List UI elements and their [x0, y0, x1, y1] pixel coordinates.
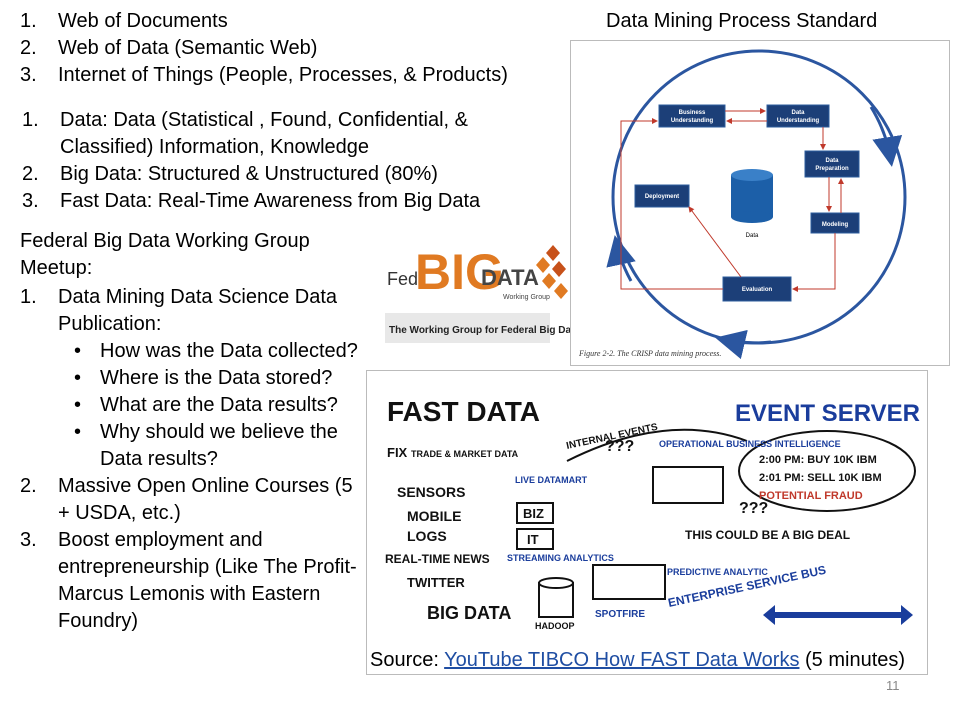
- deployment-box: Deployment: [634, 184, 690, 208]
- federal-heading: Federal Big Data Working Group Meetup:: [20, 230, 310, 279]
- cycle-arrow-icon: [715, 329, 772, 360]
- web-list: 1.Web of Documents 2.Web of Data (Semant…: [20, 8, 560, 89]
- list-item: •Where is the Data stored?: [74, 367, 333, 389]
- svg-text:POTENTIAL FRAUD: POTENTIAL FRAUD: [759, 490, 863, 502]
- svg-text:???: ???: [739, 500, 768, 517]
- youtube-source-link[interactable]: YouTube TIBCO How FAST Data Works: [444, 649, 800, 671]
- modeling-box: Modeling: [810, 212, 860, 234]
- internal-arrow: [566, 428, 748, 462]
- federal-list: 1.Data Mining Data Science Data Publicat…: [20, 284, 365, 635]
- list-item: 2.Big Data: Structured & Unstructured (8…: [22, 163, 438, 185]
- fast-data-illustration: FAST DATA EVENT SERVER INTERNAL EVENTS 2…: [366, 370, 928, 675]
- svg-text:LOGS: LOGS: [407, 528, 447, 544]
- svg-text:Evaluation: Evaluation: [742, 287, 773, 293]
- svg-text:SPOTFIRE: SPOTFIRE: [595, 609, 645, 620]
- hadoop-cylinder-icon: HADOOP: [535, 577, 575, 631]
- svg-text:Business: Business: [679, 110, 706, 116]
- list-item: 1.Data: Data (Statistical , Found, Confi…: [22, 109, 468, 158]
- svg-text:Data: Data: [791, 110, 805, 116]
- diamond-pattern-icon: [536, 245, 568, 299]
- list-item: 1.Data Mining Data Science Data Publicat…: [20, 284, 365, 473]
- svg-text:PREDICTIVE ANALYTIC: PREDICTIVE ANALYTIC: [667, 567, 768, 577]
- svg-text:Understanding: Understanding: [777, 118, 820, 124]
- list-item: •Why should we believe the Data results?: [74, 421, 338, 470]
- list-item: •How was the Data collected?: [74, 340, 358, 362]
- biz-box: [516, 502, 554, 524]
- source-line: Source: YouTube TIBCO How FAST Data Work…: [370, 649, 906, 671]
- svg-text:BIZ: BIZ: [523, 506, 544, 521]
- data-understanding-box: Data Understanding: [766, 104, 830, 128]
- crisp-title: Data Mining Process Standard: [606, 10, 878, 32]
- data-label: Data: [746, 233, 759, 239]
- svg-text:???: ???: [605, 438, 634, 455]
- crisp-svg: Business Understanding Data Understandin…: [606, 49, 907, 360]
- question-bullets: •How was the Data collected? •Where is t…: [20, 338, 365, 473]
- svg-text:IT: IT: [527, 532, 539, 547]
- svg-text:FAST DATA: FAST DATA: [387, 396, 540, 427]
- bi-screen-icon: [652, 466, 724, 504]
- svg-text:REAL-TIME NEWS: REAL-TIME NEWS: [385, 552, 490, 566]
- list-item: 3.Internet of Things (People, Processes,…: [20, 64, 508, 86]
- cycle-arrow-icon: [606, 235, 636, 282]
- list-item: 3.Boost employment and entrepreneurship …: [20, 529, 357, 632]
- svg-text:HADOOP: HADOOP: [535, 621, 575, 631]
- list-item: •What are the Data results?: [74, 394, 338, 416]
- evaluation-box: Evaluation: [722, 276, 792, 302]
- svg-text:BIG DATA: BIG DATA: [427, 603, 511, 623]
- svg-text:Data: Data: [825, 158, 839, 164]
- list-item: 3.Fast Data: Real-Time Awareness from Bi…: [22, 190, 481, 212]
- svg-text:DATA: DATA: [481, 265, 539, 290]
- svg-text:FIX: FIX: [387, 445, 408, 460]
- fed-big-data-logo: Fed BIG DATA Working Group The Working G…: [385, 225, 580, 349]
- list-item: 2.Web of Data (Semantic Web): [20, 37, 318, 59]
- svg-text:Working Group: Working Group: [503, 294, 550, 301]
- crisp-caption: Figure 2-2. The CRISP data mining proces…: [579, 349, 722, 358]
- svg-text:Preparation: Preparation: [815, 166, 849, 172]
- svg-text:LIVE DATAMART: LIVE DATAMART: [515, 475, 588, 485]
- service-bus-icon: [763, 605, 913, 625]
- svg-text:Fed: Fed: [387, 269, 418, 289]
- svg-text:OPERATIONAL BUSINESS INTELLIGE: OPERATIONAL BUSINESS INTELLIGENCE: [659, 439, 841, 449]
- svg-text:2:00 PM: BUY 10K IBM: 2:00 PM: BUY 10K IBM: [759, 454, 877, 466]
- svg-text:SENSORS: SENSORS: [397, 484, 465, 500]
- business-understanding-box: Business Understanding: [658, 104, 726, 128]
- event-cloud: 2:00 PM: BUY 10K IBM 2:01 PM: SELL 10K I…: [738, 430, 916, 512]
- svg-text:TRADE & MARKET DATA: TRADE & MARKET DATA: [411, 449, 519, 459]
- svg-text:Modeling: Modeling: [822, 222, 849, 228]
- svg-text:2:01 PM: SELL 10K IBM: 2:01 PM: SELL 10K IBM: [759, 472, 882, 484]
- svg-text:BIG: BIG: [415, 244, 504, 300]
- spotfire-screen-icon: [592, 564, 666, 600]
- data-cylinder-icon: Data: [731, 169, 773, 239]
- data-list: 1.Data: Data (Statistical , Found, Confi…: [22, 107, 520, 215]
- svg-text:The Working Group for Federal: The Working Group for Federal Big Data: [389, 325, 570, 336]
- cycle-arrow-icon: [869, 106, 903, 167]
- page-number: 11: [886, 678, 900, 693]
- svg-text:Understanding: Understanding: [671, 118, 714, 124]
- list-item: 1.Web of Documents: [20, 10, 228, 32]
- svg-text:TWITTER: TWITTER: [407, 575, 465, 590]
- data-preparation-box: Data Preparation: [804, 150, 860, 178]
- it-box: [516, 528, 554, 550]
- list-item: 2.Massive Open Online Courses (5 + USDA,…: [20, 475, 353, 524]
- svg-text:Deployment: Deployment: [645, 194, 679, 200]
- svg-text:STREAMING ANALYTICS: STREAMING ANALYTICS: [507, 553, 614, 563]
- process-arrows: [620, 108, 844, 292]
- svg-text:THIS COULD BE A BIG DEAL: THIS COULD BE A BIG DEAL: [685, 528, 850, 542]
- svg-text:EVENT SERVER: EVENT SERVER: [735, 400, 920, 427]
- svg-text:MOBILE: MOBILE: [407, 508, 461, 524]
- crisp-diagram: Business Understanding Data Understandin…: [570, 40, 950, 366]
